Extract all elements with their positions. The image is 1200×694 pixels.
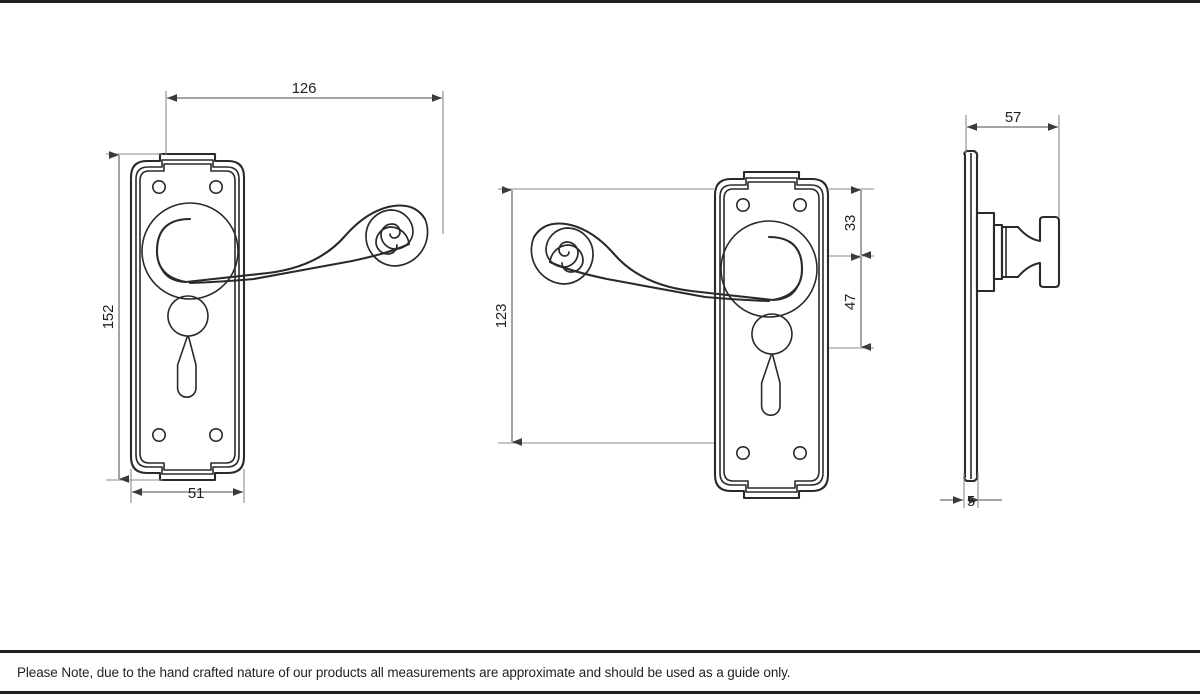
dimension-label-126: 126	[292, 80, 316, 97]
view-front-elevation: 126 152 51	[100, 80, 444, 503]
fixing-hole-bottom-right-mirrored	[792, 445, 807, 460]
dimension-5: 5	[940, 473, 1002, 510]
monkeytail-scroll-outer	[365, 209, 429, 267]
lever-rose	[141, 202, 239, 300]
dimension-51: 51	[130, 469, 245, 503]
lever-lower-edge	[188, 242, 411, 285]
dimension-label-5: 5	[967, 493, 975, 510]
view-side-profile: 57 5	[940, 109, 1061, 510]
boss-collar-side	[992, 223, 1004, 281]
monkeytail-scroll-outer-mirrored	[530, 227, 594, 285]
fixing-hole-top-right-mirrored	[792, 198, 807, 213]
view-rear-elevation: 123 33 47	[493, 170, 874, 500]
fixing-hole-top-left	[152, 180, 167, 195]
euro-cylinder-keyhole-mirrored	[751, 313, 793, 416]
fixing-hole-bottom-left-mirrored	[735, 445, 750, 460]
dimension-label-123: 123	[493, 304, 510, 328]
fixing-hole-top-right	[209, 180, 224, 195]
monkeytail-scroll-inner	[375, 226, 410, 255]
backplate-inner-bevel-mirrored-2	[723, 181, 820, 489]
footer-note-text: Please Note, due to the hand crafted nat…	[17, 664, 791, 680]
dimension-label-47: 47	[842, 294, 859, 310]
dimension-label-33: 33	[842, 215, 859, 231]
fixing-hole-bottom-left	[152, 427, 167, 442]
dimension-label-51: 51	[188, 485, 204, 502]
dimension-123: 123	[493, 186, 714, 446]
dimension-126: 126	[165, 80, 444, 234]
lever-tail-return	[160, 267, 188, 284]
rose-pad-side	[975, 211, 996, 293]
spindle-boss-side	[1000, 215, 1061, 289]
lever-lower-edge-mirrored	[548, 260, 771, 303]
lever-upper-edge-mirrored	[532, 222, 804, 302]
backplate-inner-bevel-mirrored	[719, 177, 824, 493]
backplate-inner-bevel-2	[139, 163, 236, 471]
dimension-33: 33	[829, 186, 874, 259]
fixing-hole-top-left-mirrored	[735, 198, 750, 213]
lever-upper-edge	[155, 204, 427, 284]
monkeytail-scroll-inner-mirrored	[549, 244, 584, 273]
dimension-label-57: 57	[1005, 109, 1021, 126]
dimension-label-152: 152	[100, 305, 117, 329]
dimension-152: 152	[100, 151, 163, 483]
drawing-canvas: 126 152 51	[0, 3, 1200, 653]
product-dimension-drawing: 126 152 51	[100, 80, 1061, 510]
footer-disclaimer: Please Note, due to the hand crafted nat…	[0, 650, 1200, 691]
lever-rose-mirrored	[720, 220, 818, 318]
euro-cylinder-keyhole	[167, 295, 209, 398]
fixing-hole-bottom-right	[209, 427, 224, 442]
backplate-inner-bevel	[135, 159, 240, 475]
lever-tail-return-mirrored	[771, 285, 799, 302]
dimension-57: 57	[965, 109, 1060, 217]
dimension-47: 47	[829, 253, 874, 351]
